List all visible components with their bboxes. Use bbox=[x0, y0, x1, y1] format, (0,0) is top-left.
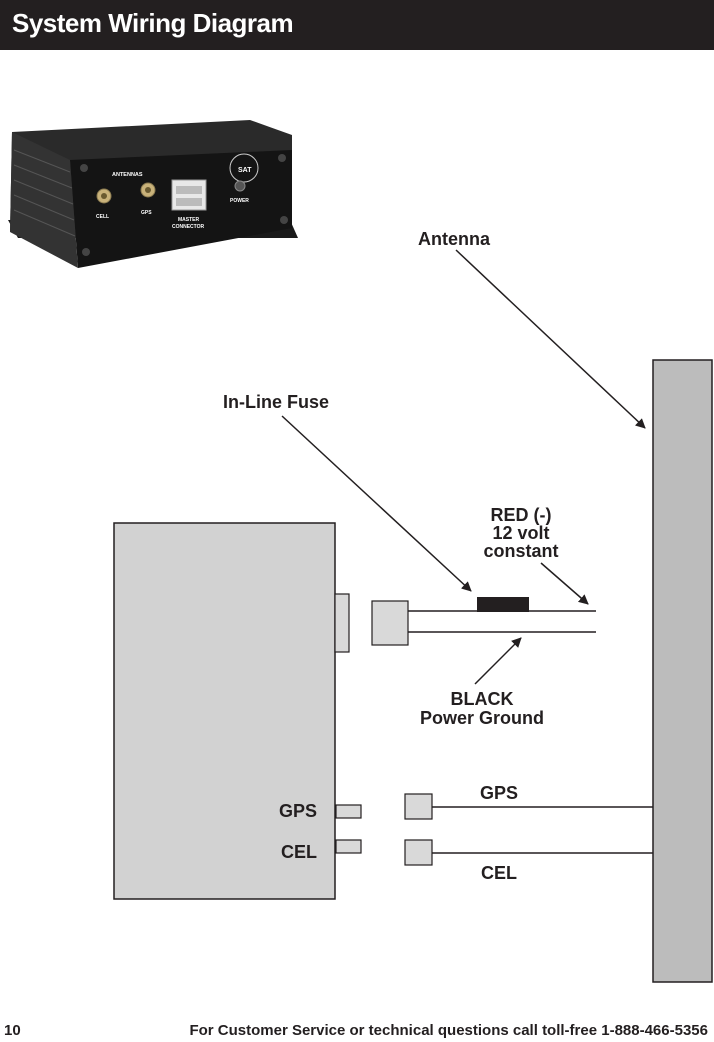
unit-gps-port-label: GPS bbox=[279, 801, 317, 821]
red-wire-arrow bbox=[540, 562, 589, 605]
gps-panel-label: GPS bbox=[141, 210, 152, 216]
page-title: System Wiring Diagram bbox=[12, 8, 294, 38]
in-line-fuse bbox=[477, 597, 529, 612]
fuse-arrow bbox=[281, 415, 472, 592]
master-connector-label-line2: CONNECTOR bbox=[172, 224, 205, 230]
red-wire-label-line3: constant bbox=[483, 541, 558, 561]
cel-cable-plug bbox=[404, 839, 433, 866]
black-wire-label-line2: Power Ground bbox=[420, 708, 544, 728]
unit-power-port bbox=[334, 593, 350, 653]
page-header: System Wiring Diagram bbox=[0, 0, 714, 50]
fuse-label: In-Line Fuse bbox=[223, 392, 329, 412]
master-connector-label-line1: MASTER bbox=[178, 217, 200, 223]
brand-logo-label: SAT bbox=[238, 167, 252, 174]
unit-cel-port bbox=[335, 839, 362, 854]
gps-cable-plug bbox=[404, 793, 433, 820]
black-wire-label-line1: BLACK bbox=[451, 689, 514, 709]
device-photo: ANTENNAS CELL GPS MASTER CONNECTOR POWER… bbox=[8, 120, 298, 268]
antenna-label: Antenna bbox=[418, 229, 491, 249]
unit-gps-port bbox=[335, 804, 362, 819]
vehicle-panel bbox=[652, 359, 713, 983]
cel-cable-label: CEL bbox=[481, 863, 517, 883]
red-wire-label-line2: 12 volt bbox=[492, 523, 549, 543]
power-panel-label: POWER bbox=[230, 198, 249, 204]
footer-contact-text: For Customer Service or technical questi… bbox=[189, 1022, 708, 1039]
tracking-unit-box bbox=[113, 522, 336, 900]
black-wire-arrow bbox=[474, 637, 522, 685]
gps-cable-label: GPS bbox=[480, 783, 518, 803]
antenna-arrow bbox=[455, 249, 646, 429]
power-harness-plug bbox=[371, 600, 409, 646]
cell-panel-label: CELL bbox=[96, 214, 109, 220]
red-wire-label-line1: RED (-) bbox=[491, 505, 552, 525]
antennas-panel-label: ANTENNAS bbox=[112, 172, 143, 178]
unit-cel-port-label: CEL bbox=[281, 842, 317, 862]
page-number: 10 bbox=[4, 1022, 21, 1039]
